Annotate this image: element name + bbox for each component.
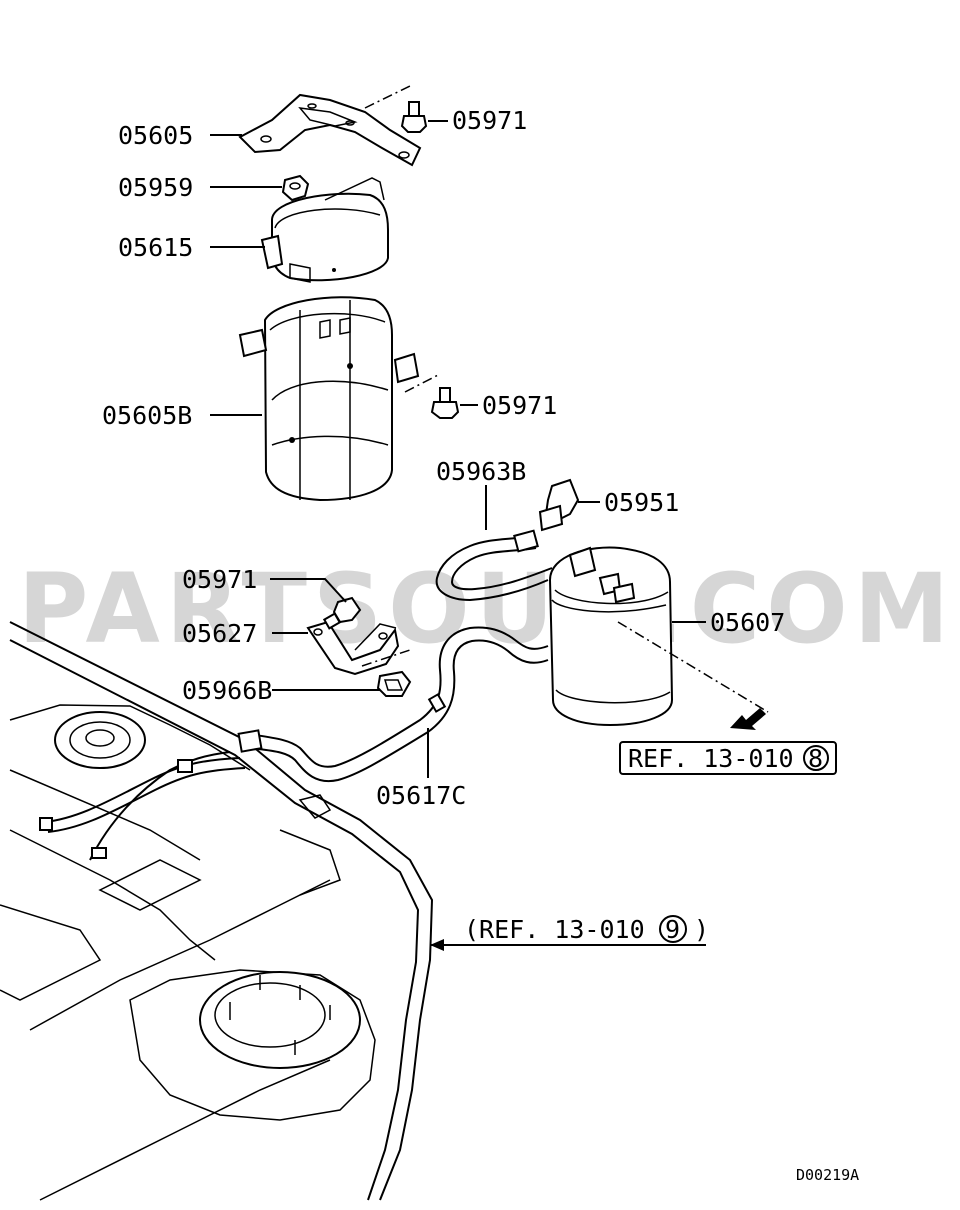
leader-lines bbox=[210, 120, 706, 951]
ref-13-010-8[interactable]: REF. 13-010 8 bbox=[619, 741, 837, 775]
watermark: PARTSOUQ.COM bbox=[18, 553, 955, 665]
ref9-close-text: ) bbox=[694, 915, 709, 944]
label-05951: 05951 bbox=[604, 488, 679, 517]
ref8-text: REF. 13-010 bbox=[628, 744, 794, 773]
bolt-05971-mid bbox=[430, 387, 460, 419]
hose-05963B bbox=[435, 529, 553, 602]
label-05627: 05627 bbox=[182, 619, 257, 648]
label-05966B: 05966B bbox=[182, 676, 272, 705]
label-05617C: 05617C bbox=[376, 781, 466, 810]
clip-05966B bbox=[376, 670, 412, 697]
ref9-open-text: (REF. 13-010 bbox=[464, 915, 645, 944]
bolt-05971-low bbox=[322, 596, 362, 630]
bracket-05605B bbox=[238, 296, 441, 502]
nut-05959 bbox=[281, 174, 310, 202]
ref-13-010-9[interactable]: (REF. 13-010 9 ) bbox=[464, 915, 709, 944]
ref8-circle-number: 8 bbox=[808, 744, 823, 773]
label-05615: 05615 bbox=[118, 233, 193, 262]
ref9-circle-number: 9 bbox=[665, 915, 680, 944]
label-05971-top: 05971 bbox=[452, 106, 527, 135]
elbow-05951 bbox=[538, 478, 580, 532]
ref8-arrow bbox=[730, 708, 766, 730]
label-05959: 05959 bbox=[118, 173, 193, 202]
diagram-code: D00219A bbox=[796, 1166, 859, 1184]
fuel-tank bbox=[0, 621, 434, 1201]
label-05971-low: 05971 bbox=[182, 565, 257, 594]
label-05607: 05607 bbox=[710, 608, 785, 637]
hose-05617C bbox=[237, 626, 549, 783]
label-05605: 05605 bbox=[118, 121, 193, 150]
bolt-05971-top bbox=[400, 101, 428, 133]
label-05963B: 05963B bbox=[436, 457, 526, 486]
band-05615 bbox=[260, 177, 389, 283]
bracket-05605 bbox=[238, 84, 422, 167]
label-05971-mid: 05971 bbox=[482, 391, 557, 420]
canister-05607 bbox=[548, 546, 769, 727]
label-05605B: 05605B bbox=[102, 401, 192, 430]
bracket-05627 bbox=[306, 620, 411, 676]
